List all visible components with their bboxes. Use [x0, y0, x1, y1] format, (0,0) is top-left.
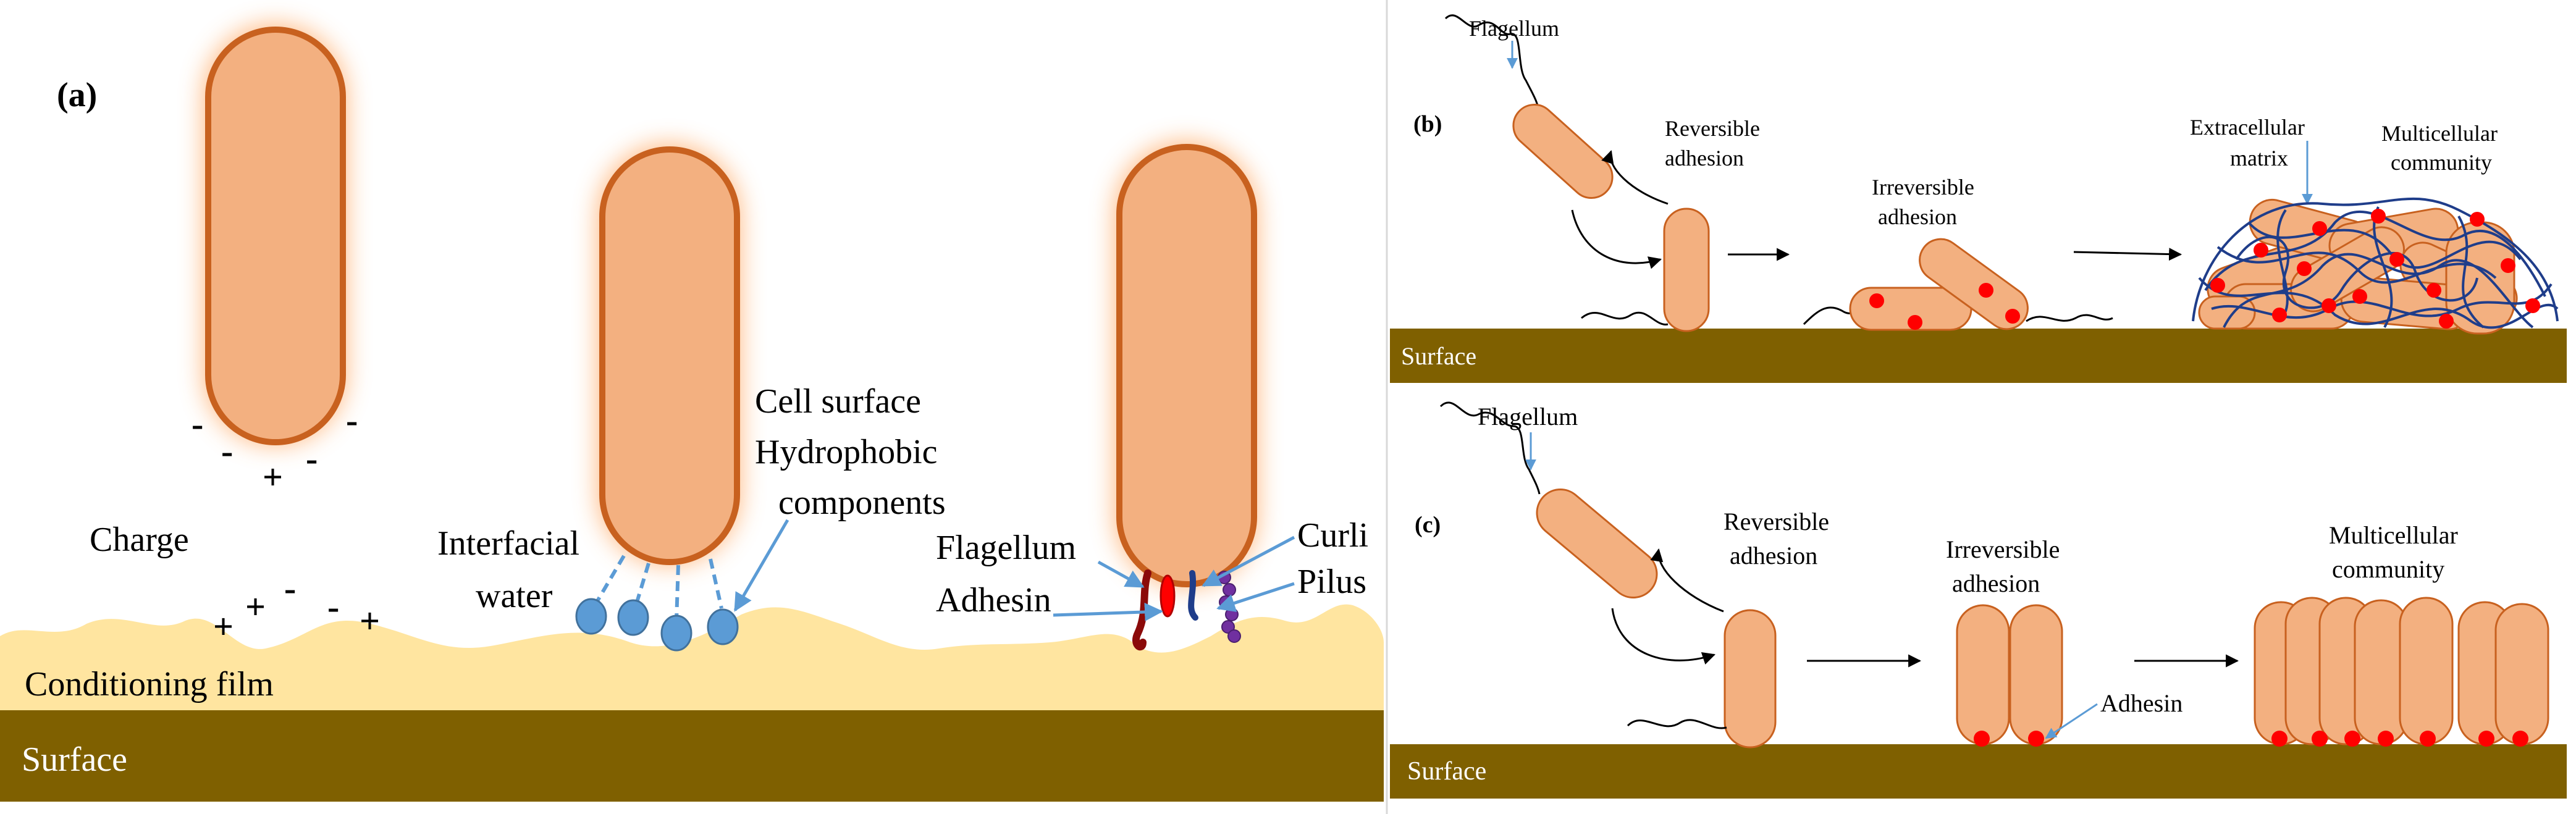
bacterial-cell — [1663, 208, 1710, 332]
bacterial-cell — [1536, 489, 1658, 598]
panel-c: Surface (c) Flagellum Reversible adhesio… — [1390, 401, 2567, 799]
stage-arrow — [2073, 248, 2182, 261]
adhesin-label: Adhesin — [2100, 689, 2182, 717]
reversible-arrow-down — [1571, 209, 1662, 269]
irreversible-adhesion-label: Irreversible adhesion — [1872, 175, 1980, 229]
surface-bar — [1390, 329, 2567, 383]
bacterial-cell — [1512, 104, 1614, 199]
bacterial-cell — [1116, 144, 1257, 587]
bacterial-cell — [1919, 238, 2029, 330]
flagellum-label: Flagellum — [936, 529, 1076, 567]
bacterial-cell — [599, 146, 740, 565]
interfacial-water-tethers — [591, 555, 723, 621]
surface-label: Surface — [1407, 757, 1486, 786]
surface-label: Surface — [1401, 342, 1476, 370]
svg-text:-: - — [306, 438, 318, 479]
svg-text:-: - — [221, 431, 233, 471]
flagellum-squiggle — [1803, 298, 1858, 325]
irreversible-adhesion-label: Irreversible adhesion — [1946, 535, 2066, 597]
flagellum-squiggle — [1581, 311, 1669, 325]
adhesin-pointer — [2045, 703, 2098, 739]
panel-a-label: (a) — [57, 76, 97, 114]
appendage-pointers — [1053, 535, 1295, 621]
reversible-adhesion-label: Reversible adhesion — [1665, 116, 1766, 170]
bacterial-cells — [1956, 604, 2063, 745]
multicellular-community-label: Multicellular community — [2381, 121, 2503, 175]
adhesin-dots — [1974, 731, 2044, 747]
reversible-adhesion-label: Reversible adhesion — [1724, 508, 1835, 569]
adhesin-label: Adhesin — [936, 581, 1051, 619]
adhesin-dots — [2210, 209, 2540, 329]
extracellular-matrix — [2192, 197, 2559, 329]
svg-text:+: + — [245, 587, 266, 627]
interfacial-water-label: Interfacial water — [437, 524, 588, 615]
extracellular-matrix-label: Extracellular matrix — [2190, 115, 2310, 170]
surface-bar — [0, 710, 1384, 802]
hydrophobic-components-label: Cell surface Hydrophobic components — [755, 382, 946, 522]
svg-text:+: + — [213, 606, 234, 647]
surface-bar — [1390, 744, 2567, 799]
panel-a: (a) - - + - - + + - - + Charge Condition… — [0, 25, 1384, 802]
svg-text:-: - — [346, 400, 358, 440]
flagellum-squiggle — [1439, 401, 1541, 495]
conditioning-film-label: Conditioning film — [25, 665, 274, 703]
multicellular-community-label: Multicellular community — [2329, 521, 2464, 583]
adhesin-dots — [1869, 283, 2020, 330]
curli-appendage — [1188, 570, 1198, 621]
panel-b-label: (b) — [1413, 111, 1442, 137]
community-cells — [2254, 597, 2549, 745]
svg-text:+: + — [263, 457, 283, 497]
water-droplets — [575, 598, 739, 652]
charge-label: Charge — [90, 521, 189, 559]
svg-text:-: - — [192, 404, 203, 444]
bacterial-cell — [205, 27, 346, 445]
pilus-label: Pilus — [1297, 563, 1366, 601]
adhesin-dots — [2271, 731, 2528, 747]
svg-text:-: - — [284, 568, 296, 608]
reversible-arrow-up — [1650, 548, 1724, 613]
svg-text:-: - — [327, 587, 339, 627]
svg-text:+: + — [360, 601, 380, 641]
adhesin-appendage — [1160, 574, 1176, 618]
reversible-arrow-down — [1611, 608, 1715, 665]
flagellum-squiggle — [2026, 314, 2113, 322]
flagellum-squiggle — [1444, 14, 1541, 115]
flagellum-appendage — [1132, 569, 1151, 651]
flagellum-label: Flagellum — [1469, 16, 1559, 41]
panel-b: Surface (b) Flagellum Reversible adhesio… — [1390, 14, 2567, 383]
reversible-arrow-up — [1601, 149, 1669, 205]
panel-c-label: (c) — [1415, 512, 1441, 538]
bacterial-cell — [1724, 609, 1777, 749]
curli-label: Curli — [1297, 516, 1368, 555]
conditioning-film — [0, 604, 1384, 710]
flagellum-label: Flagellum — [1478, 403, 1578, 430]
surface-label: Surface — [22, 741, 127, 779]
hydrophobic-pointer — [733, 519, 789, 612]
flagellum-squiggle — [1627, 719, 1727, 729]
charge-signs: - - + - - + + - - + — [192, 400, 380, 647]
